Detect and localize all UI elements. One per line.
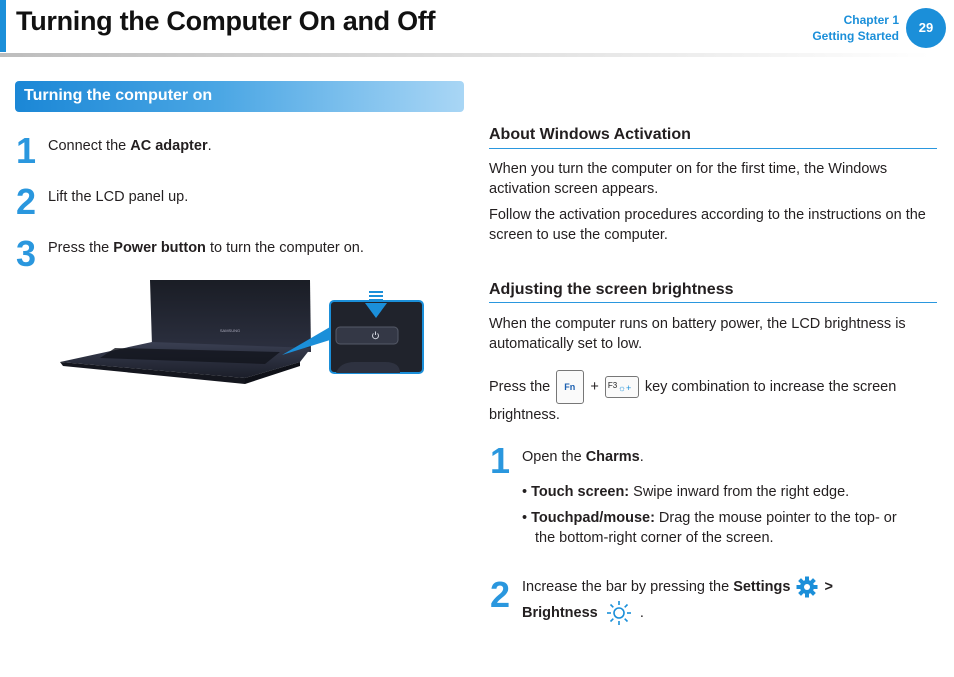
f3-key-icon: F3 ☼+ xyxy=(604,376,639,399)
brightness-heading: Adjusting the screen brightness xyxy=(489,281,734,298)
laptop-keyboard xyxy=(100,348,280,364)
bullet-item: • Touchpad/mouse: Drag the mouse pointer… xyxy=(522,510,897,526)
step-text-bold: Brightness xyxy=(522,605,598,621)
key-combination-line: Press the Fn + F3 ☼+ key combination to … xyxy=(489,370,897,405)
f3-key-label: F3 xyxy=(607,381,618,391)
chapter-label: Chapter 1 Getting Started xyxy=(812,12,899,44)
step-text: Increase the bar by pressing the Setting… xyxy=(522,576,833,598)
step-text: Press the Power button to turn the compu… xyxy=(48,240,364,256)
power-icon xyxy=(372,331,379,340)
gear-icon xyxy=(796,576,818,598)
brightness-heading-rule xyxy=(489,302,937,303)
bullet-text: Drag the mouse pointer to the top- or xyxy=(654,510,897,526)
brightness-small-icon: ☼+ xyxy=(617,383,632,394)
bullet-bold: Touch screen: xyxy=(531,484,630,500)
laptop-illustration: SAMSUNG xyxy=(60,280,424,384)
step-text-bold: Charms xyxy=(585,449,640,465)
step-text-plain: Connect the xyxy=(48,138,131,154)
activation-paragraph-1: When you turn the computer on for the fi… xyxy=(489,161,888,197)
step-text: Open the Charms. xyxy=(522,449,644,465)
step-text-plain: . xyxy=(639,605,644,621)
activation-paragraph-2: Follow the activation procedures accordi… xyxy=(489,207,926,243)
down-arrow-icon xyxy=(365,291,387,318)
activation-heading-rule xyxy=(489,148,937,149)
press-text: Press the xyxy=(489,379,551,395)
brightness-word: brightness. xyxy=(489,407,560,423)
step-text-plain: Open the xyxy=(522,449,586,465)
bullet-mark: • xyxy=(522,510,528,526)
page-title: Turning the Computer On and Off xyxy=(16,6,436,36)
step-text-bold: AC adapter xyxy=(130,138,208,154)
step-text-plain: Increase the bar by pressing the xyxy=(522,578,734,595)
menu-separator: > xyxy=(824,578,833,595)
laptop-brand-logo: SAMSUNG xyxy=(220,328,240,333)
header-accent-bar xyxy=(0,0,6,52)
bullet-bold: Touchpad/mouse: xyxy=(531,510,655,526)
step-text-continuation: Brightness . xyxy=(522,600,644,626)
section-bar xyxy=(15,81,464,112)
laptop-base-edge xyxy=(60,362,245,384)
step-number: 1 xyxy=(490,440,511,481)
hinge-detail xyxy=(336,362,400,373)
fn-key-icon: Fn xyxy=(556,370,585,405)
activation-heading: About Windows Activation xyxy=(489,126,691,143)
step-number: 3 xyxy=(16,233,37,274)
step-text-plain: Press the xyxy=(48,240,114,256)
bullet-item: • Touch screen: Swipe inward from the ri… xyxy=(522,484,849,500)
brightness-paragraph-1: When the computer runs on battery power,… xyxy=(489,316,906,352)
step-number: 1 xyxy=(16,130,37,171)
step-text: Connect the AC adapter. xyxy=(48,138,212,154)
step-text-bold: Settings xyxy=(733,578,791,595)
laptop-lid xyxy=(150,280,311,352)
header-rule xyxy=(0,53,930,57)
step-text: Lift the LCD panel up. xyxy=(48,189,188,205)
bullet-mark: • xyxy=(522,484,528,500)
callout-pointer xyxy=(282,327,330,355)
page-number-badge: 29 xyxy=(906,8,946,48)
step-text-bold: Power button xyxy=(113,240,206,256)
bullet-text: Swipe inward from the right edge. xyxy=(629,484,850,500)
plus-sign: + xyxy=(590,379,599,395)
step-text-plain: Lift the LCD panel up. xyxy=(48,189,189,205)
laptop-base-side xyxy=(245,362,300,384)
chapter-number: Chapter 1 xyxy=(843,13,899,27)
step-number: 2 xyxy=(490,574,511,615)
step-text-plain: . xyxy=(639,449,644,465)
brightness-icon xyxy=(606,601,631,626)
step-text-plain: to turn the computer on. xyxy=(205,240,364,256)
section-title: Turning the computer on xyxy=(24,87,213,104)
step-number: 2 xyxy=(16,181,37,222)
step-text-plain: . xyxy=(207,138,212,154)
power-button-shape xyxy=(335,326,399,345)
fn-key-label: Fn xyxy=(564,382,576,393)
press-text-end: key combination to increase the screen xyxy=(644,379,897,395)
chapter-name: Getting Started xyxy=(812,29,899,43)
bullet-continuation: the bottom-right corner of the screen. xyxy=(535,530,774,546)
